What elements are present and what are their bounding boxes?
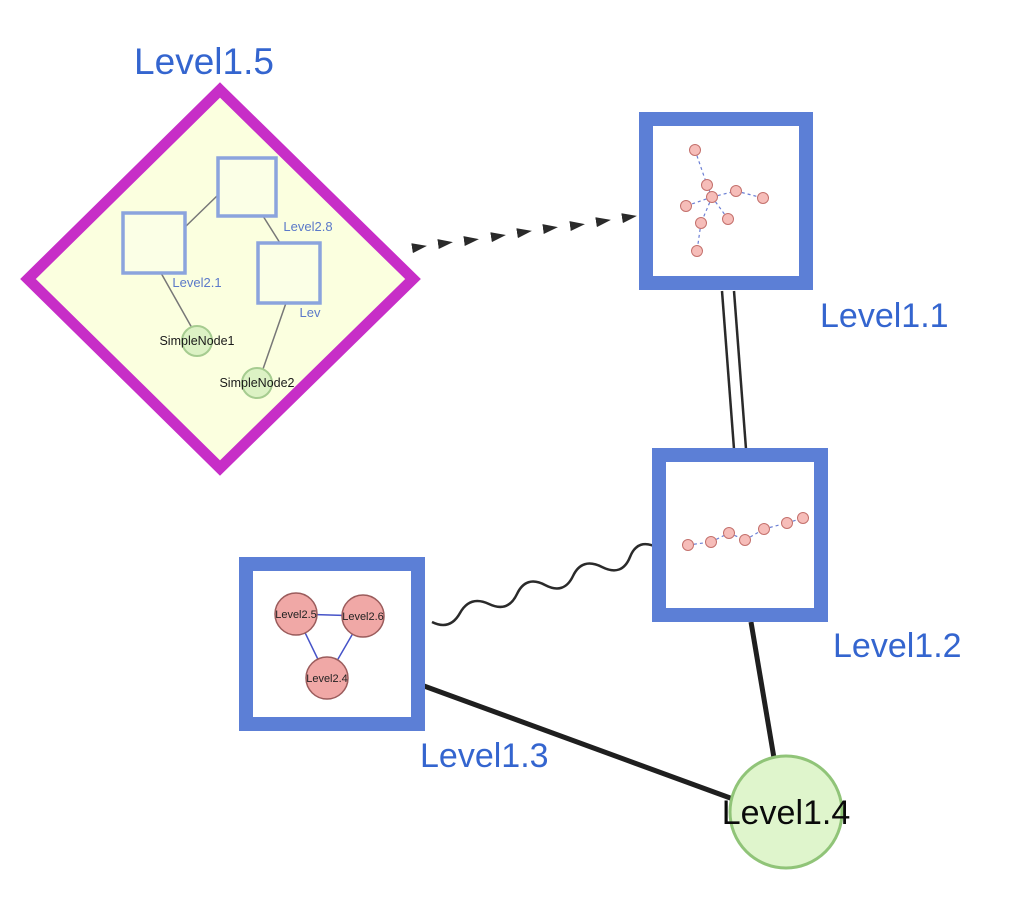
simple-node-2-label: SimpleNode2 <box>219 376 294 390</box>
node-level1-1-label: Level1.1 <box>820 297 949 335</box>
edge-left-square-top-square <box>182 193 220 230</box>
child-node-level2-1-label: Level2.1 <box>172 275 221 290</box>
child-node-level2-8-label: Level2.8 <box>283 219 332 234</box>
mini-node-level2-5-label: Level2.5 <box>275 609 317 621</box>
edge-level1-1-to-level1-2-a[interactable] <box>720 290 736 450</box>
level1-3-mini-nodes[interactable] <box>274 592 385 700</box>
node-level1-4[interactable] <box>728 754 844 870</box>
node-level1-2[interactable] <box>652 448 828 622</box>
mini-node-level2-6 <box>341 594 385 638</box>
node-level1-1[interactable] <box>639 112 813 290</box>
group-node-level1-5[interactable] <box>20 82 421 476</box>
edge-level1-3-to-level1-2[interactable] <box>431 542 659 627</box>
node-level1-3-label: Level1.3 <box>420 737 549 775</box>
child-node-lev-label: Lev <box>300 305 321 320</box>
simple-node-2[interactable] <box>241 367 273 399</box>
edge-left-square-simplenode1 <box>160 272 193 329</box>
node-level1-2-label: Level1.2 <box>833 627 962 665</box>
edge-top-square-right-square <box>262 215 281 244</box>
mini-node-level2-5 <box>274 592 318 636</box>
node-level1-3[interactable] <box>239 557 425 731</box>
child-node-level2-1[interactable] <box>121 211 187 275</box>
simple-node-1[interactable] <box>181 325 213 357</box>
mini-node-level2-4 <box>305 656 349 700</box>
child-node-level2-8[interactable] <box>216 156 278 218</box>
group-node-level1-5-label: Level1.5 <box>134 41 274 82</box>
edge-level1-3-to-level1-4[interactable] <box>423 683 734 802</box>
level1-2-mini-nodes <box>682 512 809 551</box>
level1-1-mini-nodes <box>680 144 769 257</box>
edge-level1-2-to-level1-4[interactable] <box>748 621 777 759</box>
edge-right-square-simplenode2 <box>262 302 287 370</box>
simple-node-1-label: SimpleNode1 <box>159 334 234 348</box>
edge-level1-5-to-level1-1[interactable] <box>411 213 637 254</box>
node-level1-4-label: Level1.4 <box>722 794 851 832</box>
child-node-level2-lev[interactable] <box>256 241 322 305</box>
edge-level1-1-to-level1-2-b[interactable] <box>732 290 748 450</box>
level1-1-mini-graph <box>685 149 764 252</box>
mini-node-level2-4-label: Level2.4 <box>306 673 348 685</box>
mini-node-level2-6-label: Level2.6 <box>342 611 384 623</box>
